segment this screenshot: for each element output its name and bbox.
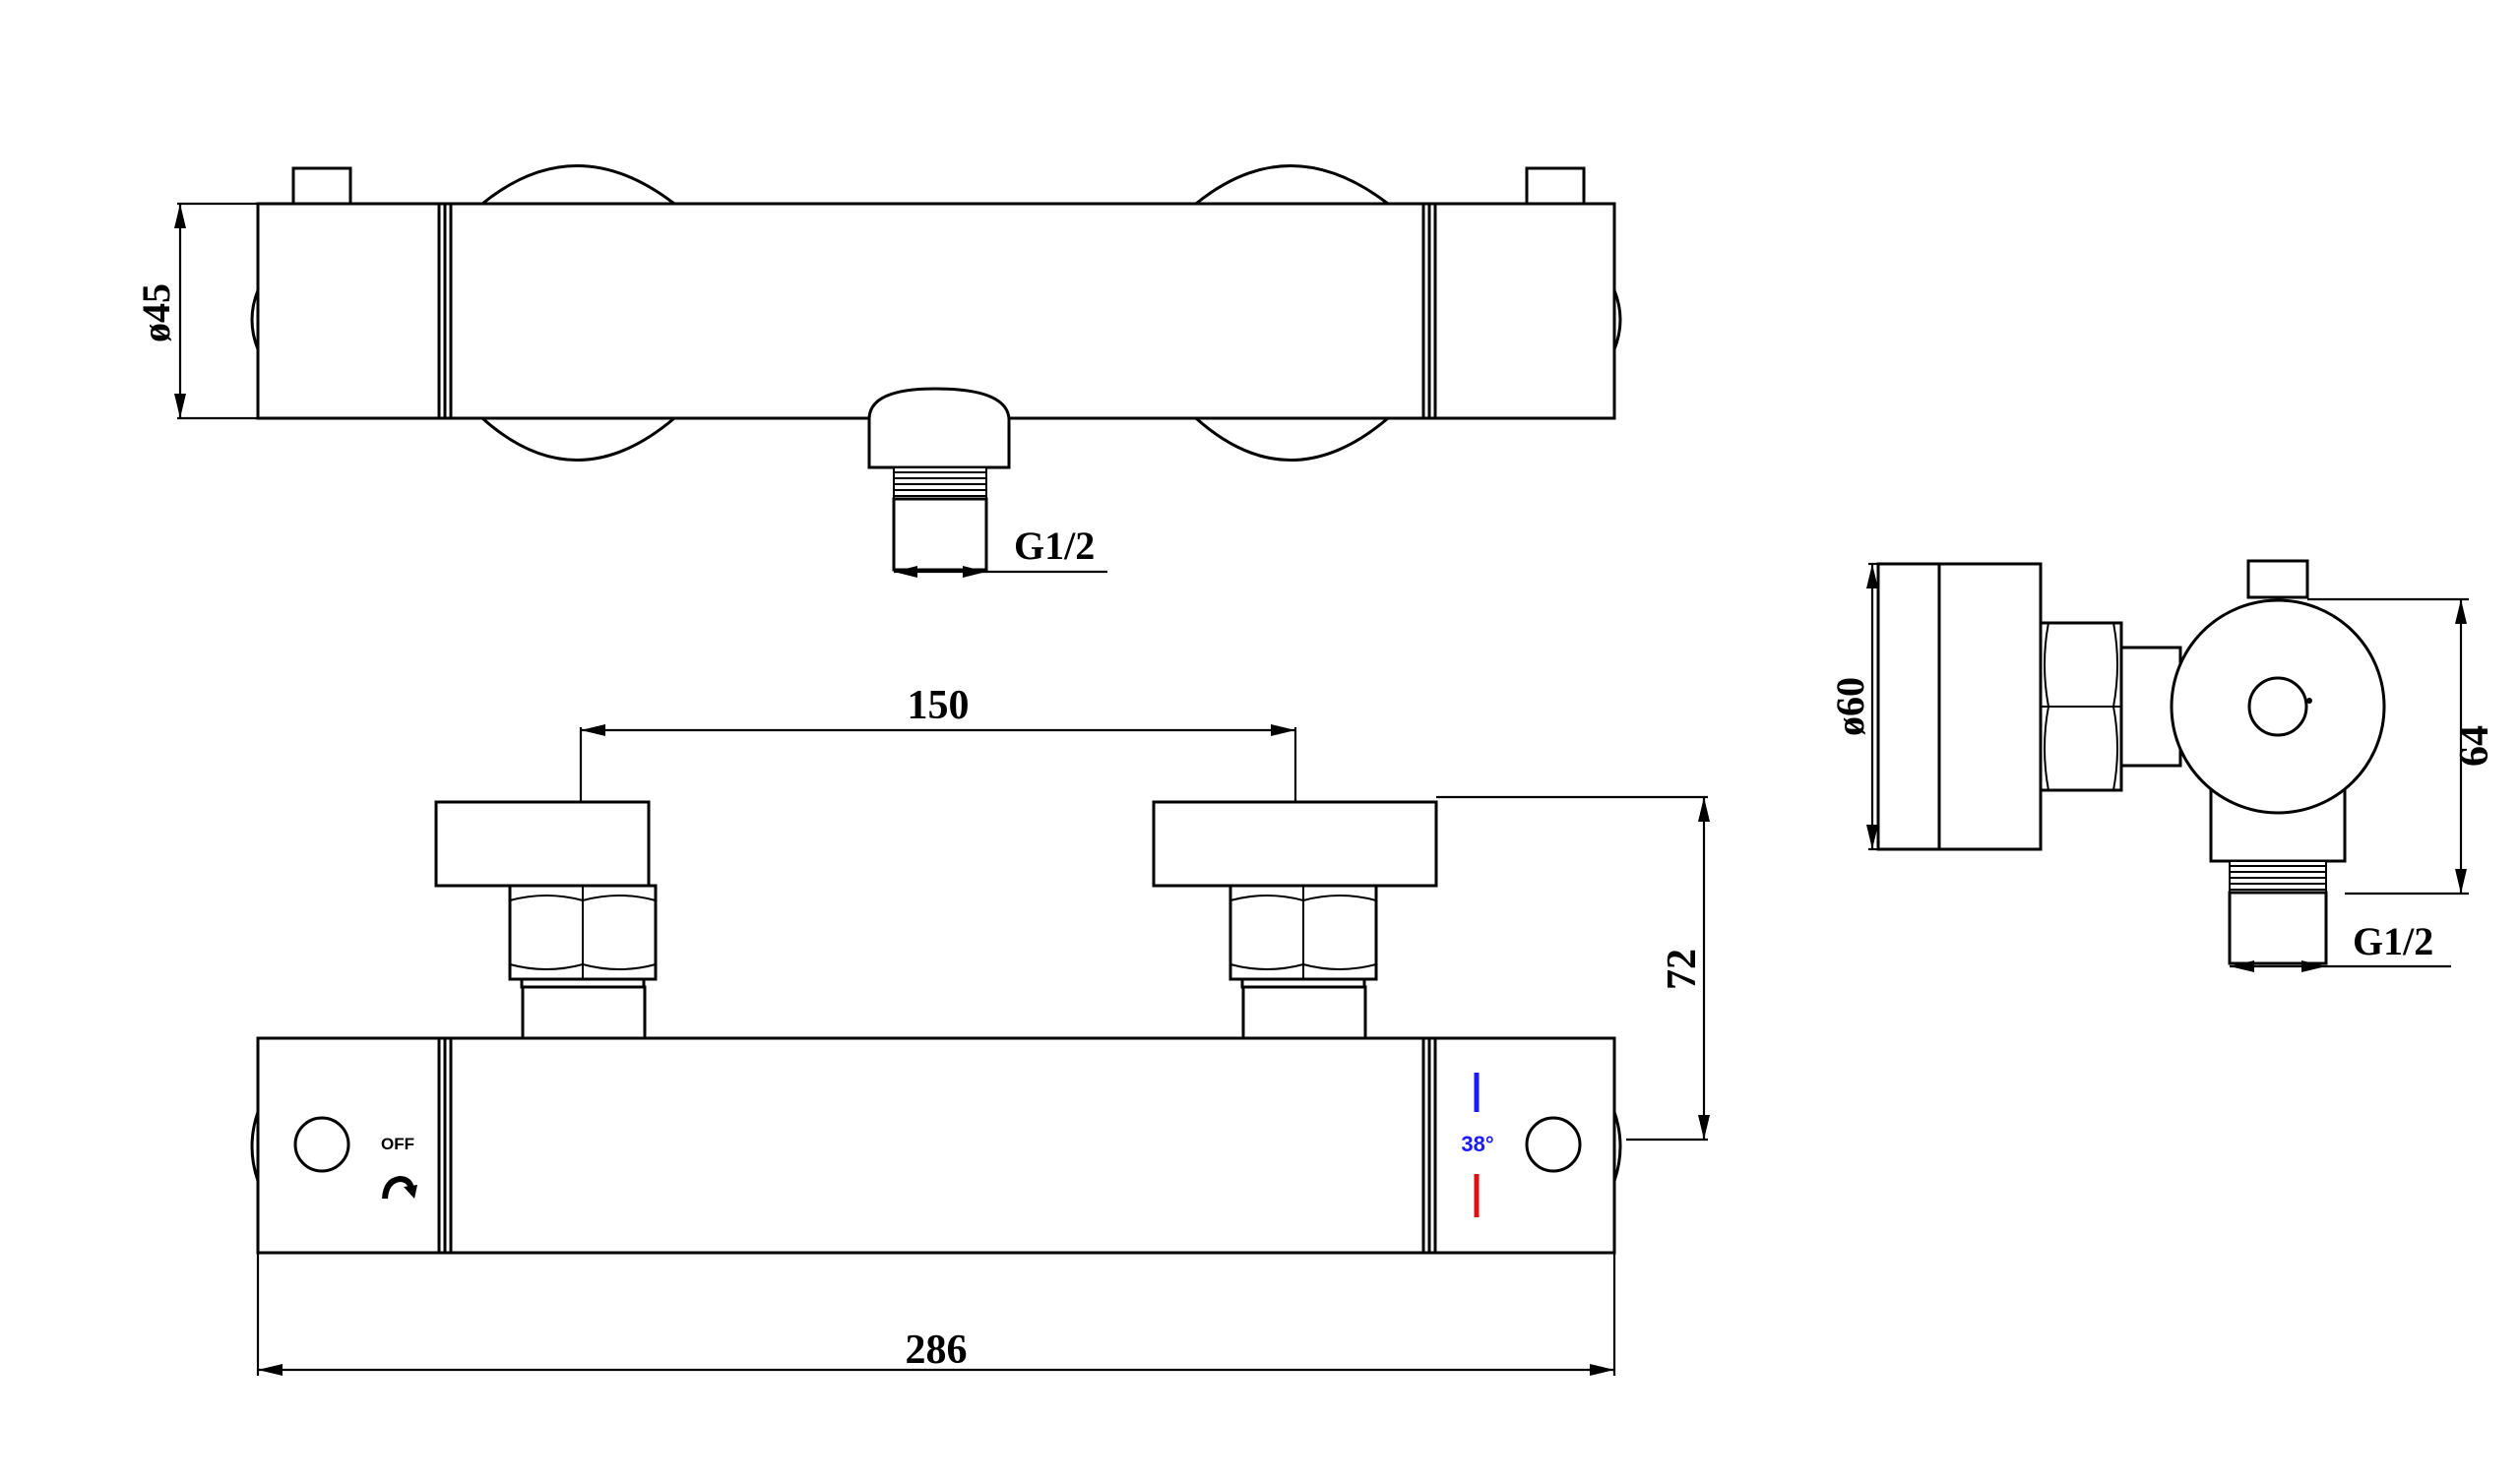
top-diameter-dimension: ø45	[134, 202, 258, 420]
side-diameter-label: ø60	[1828, 677, 1872, 736]
front-right-handle	[1427, 1036, 1616, 1255]
top-left-handle-body	[256, 202, 447, 420]
side-outlet-connector	[2228, 891, 2328, 965]
depth-dimension: 72	[1436, 795, 1710, 1142]
side-hex-nut	[2039, 621, 2123, 792]
center-distance-dimension: 150	[579, 683, 1297, 802]
top-right-wheel-upper	[1195, 164, 1389, 206]
front-right-bump	[1612, 1111, 1622, 1182]
front-left-bump	[250, 1111, 260, 1182]
side-thread-label: G1/2	[2353, 919, 2433, 963]
overall-length-label: 286	[906, 1328, 968, 1373]
side-height-dimension: 64	[2307, 597, 2497, 896]
top-left-wheel-lower	[481, 416, 675, 462]
front-main-body	[443, 1036, 1431, 1255]
top-left-bump	[250, 289, 260, 350]
top-right-wheel-lower	[1195, 416, 1389, 462]
top-right-handle-body	[1427, 202, 1616, 420]
top-left-wheel-upper	[481, 164, 675, 206]
off-label: OFF	[381, 1135, 414, 1153]
overall-length-dimension: 286	[256, 1253, 1616, 1376]
side-view: ø60 64 G1/2	[1828, 559, 2497, 972]
front-left-handle	[256, 1036, 447, 1255]
side-height-label: 64	[2452, 725, 2497, 767]
side-center-button	[2247, 676, 2308, 737]
center-distance-label: 150	[908, 683, 970, 728]
top-outlet-housing	[867, 387, 1011, 469]
front-right-hex-nut	[1228, 884, 1378, 989]
top-main-body	[443, 202, 1431, 420]
top-right-peg	[1525, 166, 1586, 207]
front-view: OFF 38° 150 72	[250, 683, 1710, 1376]
depth-label: 72	[1660, 949, 1705, 990]
side-diameter-dimension: ø60	[1828, 562, 1878, 851]
front-right-eccentric-plate	[1152, 800, 1438, 888]
front-left-eccentric-plate	[434, 800, 651, 888]
top-thread-dimension: G1/2	[894, 524, 1107, 578]
side-outlet-thread	[2229, 860, 2327, 894]
side-eccentric-plate	[1876, 562, 2043, 851]
front-left-hex-nut	[508, 884, 658, 989]
front-right-button	[1525, 1116, 1582, 1173]
side-top-peg	[2246, 559, 2309, 599]
side-body-circle	[2170, 598, 2386, 815]
top-outlet-thread	[893, 466, 987, 500]
top-thread-label: G1/2	[1014, 524, 1095, 568]
curved-arrow-icon	[382, 1175, 417, 1200]
top-right-bump	[1612, 289, 1622, 350]
top-view: ø45 G1/2	[134, 164, 1622, 578]
side-thread-dimension: G1/2	[2230, 919, 2451, 972]
front-left-button	[293, 1116, 350, 1173]
top-left-peg	[291, 166, 352, 207]
temperature-label: 38°	[1461, 1132, 1493, 1156]
top-diameter-label: ø45	[134, 283, 178, 342]
top-outlet-connector	[892, 497, 988, 572]
